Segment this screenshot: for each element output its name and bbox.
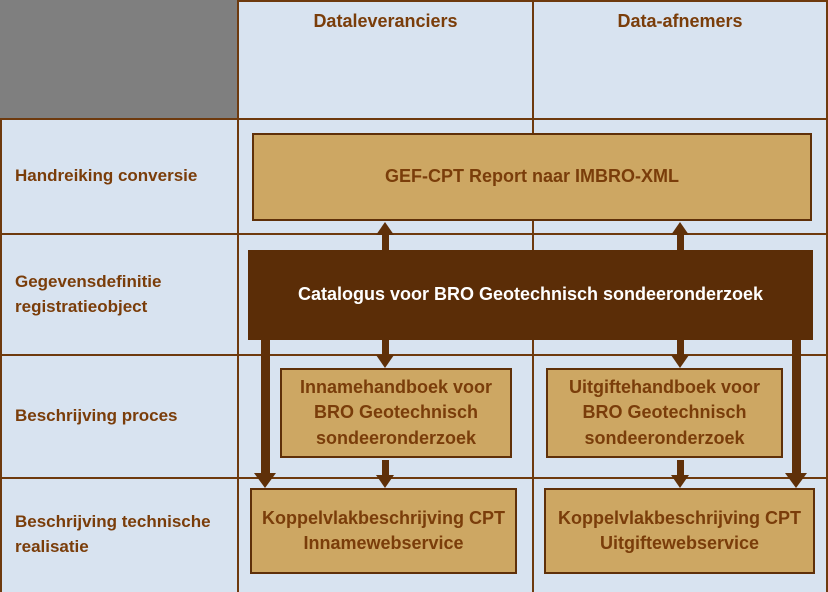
row-label-text: Beschrijving proces <box>15 406 178 426</box>
arrowhead-down-icon <box>376 475 394 488</box>
box-innamehandboek: Innamehandboek voor BRO Geotechnisch son… <box>280 368 512 458</box>
arrowhead-down-icon <box>671 355 689 368</box>
outer-border-bottom <box>0 0 828 2</box>
row-label-text: Beschrijving technische realisatie <box>15 511 211 556</box>
outer-border-right <box>826 0 828 592</box>
arrowhead-down-icon <box>671 475 689 488</box>
column-header-label: Data-afnemers <box>617 11 743 31</box>
box-text: Koppelvlakbeschrijving CPT Innamewebserv… <box>261 507 506 553</box>
column-header-label: Dataleveranciers <box>313 11 458 31</box>
grid-col-line-1 <box>237 0 239 592</box>
box-text: GEF-CPT Report naar IMBRO-XML <box>384 166 679 187</box>
arrowhead-down-icon <box>376 355 394 368</box>
row-label-text: Gegevensdefinitie registratieobject <box>15 271 162 316</box>
arrowhead-up-icon <box>376 222 394 235</box>
row-label-technische-realisatie: Beschrijving technische realisatie <box>2 479 237 590</box>
box-gef-cpt-conversion: GEF-CPT Report naar IMBRO-XML <box>252 133 812 221</box>
outer-border-left <box>0 0 2 592</box>
row-label-beschrijving-proces: Beschrijving proces <box>2 356 237 477</box>
row-label-gegevensdefinitie: Gegevensdefinitie registratieobject <box>2 235 237 354</box>
grid-row-line-4 <box>0 477 828 479</box>
box-text: Uitgiftehandboek voor BRO Geotechnisch s… <box>568 377 760 448</box>
box-text: Catalogus voor BRO Geotechnisch sondeero… <box>297 284 764 305</box>
arrowhead-down-icon <box>254 473 276 488</box>
column-header-dataleveranciers: Dataleveranciers <box>239 0 532 45</box>
box-text: Koppelvlakbeschrijving CPT Uitgiftewebse… <box>557 507 802 553</box>
box-uitgiftehandboek: Uitgiftehandboek voor BRO Geotechnisch s… <box>546 368 783 458</box>
box-koppelvlak-inname: Koppelvlakbeschrijving CPT Innamewebserv… <box>250 488 517 574</box>
grid-row-line-3 <box>0 354 828 356</box>
grid-row-line-1 <box>0 118 828 120</box>
arrowhead-down-icon <box>785 473 807 488</box>
grid-row-line-2 <box>0 233 828 235</box>
box-catalogus: Catalogus voor BRO Geotechnisch sondeero… <box>248 250 813 340</box>
box-koppelvlak-uitgifte: Koppelvlakbeschrijving CPT Uitgiftewebse… <box>544 488 815 574</box>
row-label-handreiking-conversie: Handreiking conversie <box>2 120 237 233</box>
corner-gray-cell <box>0 0 237 118</box>
column-header-data-afnemers: Data-afnemers <box>534 0 826 45</box>
row-label-text: Handreiking conversie <box>15 166 198 186</box>
arrowhead-up-icon <box>671 222 689 235</box>
box-text: Innamehandboek voor BRO Geotechnisch son… <box>299 377 493 448</box>
